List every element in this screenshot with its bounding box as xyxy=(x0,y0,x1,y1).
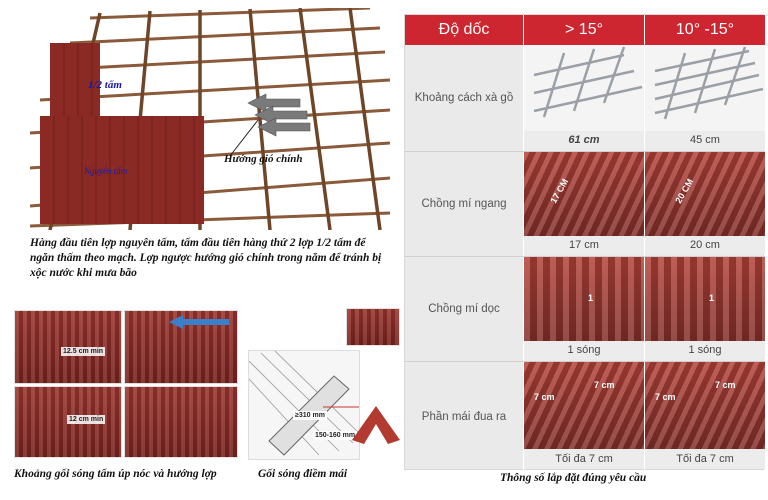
wave-count-b: 1 xyxy=(709,293,715,303)
label-half-sheet: 1/2 tấm xyxy=(88,79,122,91)
photo-ridge-overlap-top: 12.5 cm min xyxy=(14,310,122,384)
tag-ridge-bottom: 12 cm min xyxy=(67,415,106,424)
main-caption: Hàng đầu tiên lợp nguyên tấm, tấm đầu ti… xyxy=(30,237,382,279)
horizontal-overlap-value-a: 17 cm xyxy=(524,236,644,254)
photo-ridge-cap xyxy=(124,386,238,458)
caption-eave-overlap: Gối sóng điềm mái xyxy=(258,468,348,480)
wave-count-a: 1 xyxy=(588,293,594,303)
overhang-measure-a-right: 7 cm xyxy=(594,380,615,390)
vertical-overlap-image-b: 1 xyxy=(645,257,765,341)
direction-arrow-icon xyxy=(169,315,229,329)
photo-ridge-overlap-bottom: 12 cm min xyxy=(14,386,122,458)
header-slope: Độ dốc xyxy=(405,15,523,45)
eave-overhang-value-a: Tối đa 7 cm xyxy=(524,449,644,469)
tag-spacing-b: 150-160 mm xyxy=(313,431,358,440)
label-main-wind: Hướng gió chính xyxy=(224,153,303,165)
horizontal-overlap-image-b: 20 CM xyxy=(645,152,765,236)
header-slope-over-15: > 15° xyxy=(524,15,644,45)
roof-grid-illustration xyxy=(30,8,390,230)
label-full-sheet: Nguyên tấm xyxy=(84,166,128,176)
overhang-measure-b-right: 7 cm xyxy=(715,380,736,390)
roof-grid-svg xyxy=(30,8,390,230)
eave-overhang-image-a: 7 cm 7 cm xyxy=(524,362,644,449)
overhang-measure-b-left: 7 cm xyxy=(655,392,676,402)
row-label-eave-overhang: Phần mái đua ra xyxy=(421,410,507,423)
overhang-measure-a-left: 7 cm xyxy=(534,392,555,402)
horizontal-overlap-value-b: 20 cm xyxy=(645,236,765,254)
photo-eave-tile-top xyxy=(346,308,400,346)
purlin-image-a xyxy=(524,45,644,131)
vertical-overlap-image-a: 1 xyxy=(524,257,644,341)
vertical-overlap-value-a: 1 sóng xyxy=(524,341,644,359)
photo-roof-direction xyxy=(124,310,238,384)
caption-spec-table: Thông số lắp đặt đúng yêu cầu xyxy=(500,472,647,484)
vertical-overlap-value-b: 1 sóng xyxy=(645,341,765,359)
header-slope-10-15: 10° -15° xyxy=(645,15,765,45)
purlin-image-b xyxy=(645,45,765,131)
wind-arrows xyxy=(247,93,311,137)
horizontal-overlap-image-a: 17 CM xyxy=(524,152,644,236)
purlin-value-a: 61 cm xyxy=(524,131,644,149)
tag-ridge-top: 12.5 cm min xyxy=(61,347,106,356)
eave-drawing-svg xyxy=(248,350,362,456)
caption-ridge-overlap: Khoảng gối sóng tấm úp nóc và hướng lợp xyxy=(14,468,217,480)
row-label-horizontal-overlap: Chồng mí ngang xyxy=(421,198,507,210)
row-label-vertical-overlap: Chồng mí dọc xyxy=(428,303,500,315)
eave-overhang-image-b: 7 cm 7 cm xyxy=(645,362,765,449)
eave-overhang-value-b: Tối đa 7 cm xyxy=(645,449,765,469)
eave-drawing: ≥310 mm 150-160 mm xyxy=(248,350,362,460)
tag-spacing-a: ≥310 mm xyxy=(293,411,327,420)
spec-table: Độ dốc > 15° 10° -15° Khoảng cách xà gồ … xyxy=(404,14,765,471)
purlin-value-b: 45 cm xyxy=(645,131,765,149)
eave-ridge-piece-icon xyxy=(352,406,400,444)
row-label-purlin: Khoảng cách xà gồ xyxy=(414,92,514,104)
